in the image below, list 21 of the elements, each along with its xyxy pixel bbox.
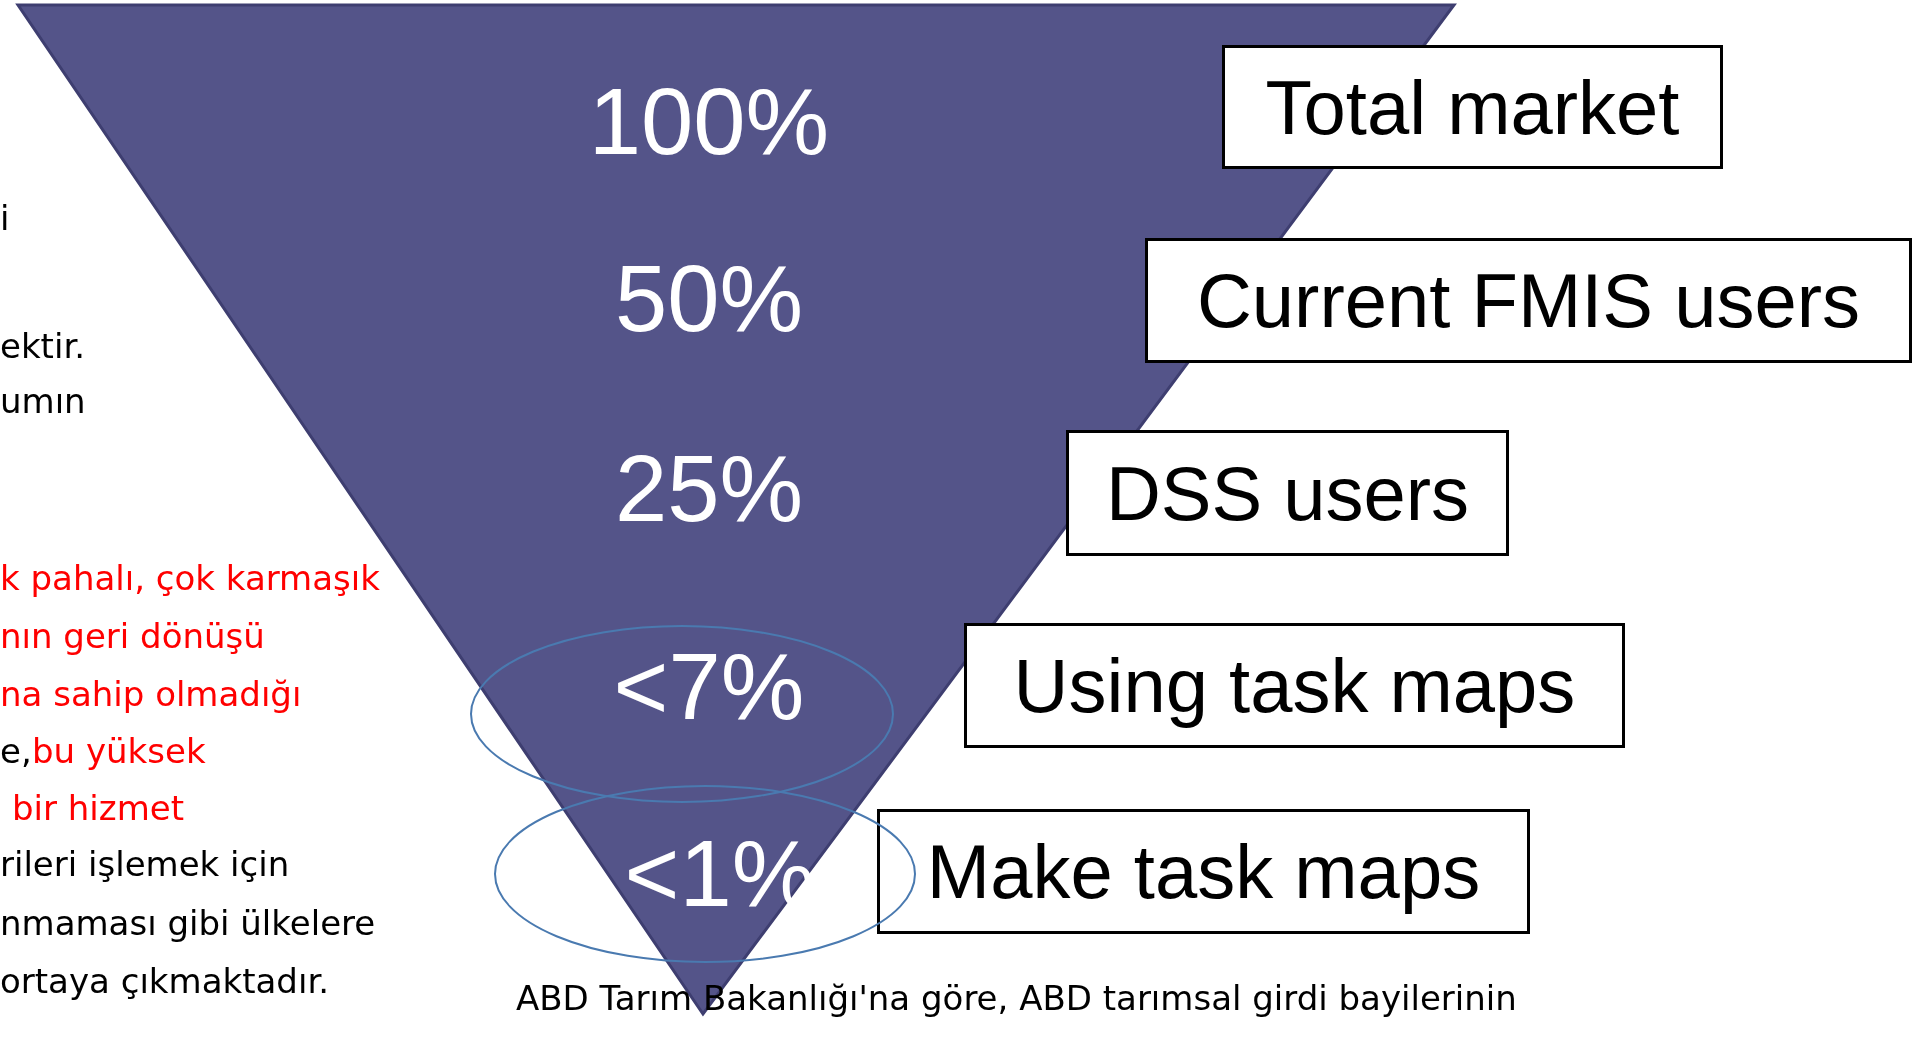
body-text: na sahip olmadığı <box>0 676 302 714</box>
category-box: Using task maps <box>964 623 1625 748</box>
category-box: DSS users <box>1066 430 1509 556</box>
body-text: ortaya çıkmaktadır. <box>0 963 330 1001</box>
body-text: umın <box>0 383 86 421</box>
body-text: e, <box>0 733 32 771</box>
body-text: rileri işlemek için <box>0 846 290 884</box>
percentage-label: 25% <box>614 435 804 543</box>
category-box: Current FMIS users <box>1145 238 1912 363</box>
percentage-label: 50% <box>614 245 804 353</box>
body-text: nmaması gibi ülkelere <box>0 905 376 943</box>
body-text: nın geri dönüşü <box>0 618 265 656</box>
body-text: i <box>0 200 10 238</box>
body-text: k pahalı, çok karmaşık <box>0 560 380 598</box>
body-text: bir hizmet <box>12 790 185 828</box>
body-text: bu yüksek <box>32 733 206 771</box>
category-box: Make task maps <box>877 809 1530 934</box>
percentage-label: 100% <box>588 68 830 176</box>
category-box: Total market <box>1222 45 1723 169</box>
body-text: ektir. <box>0 328 86 366</box>
percentage-label: <7% <box>613 633 805 741</box>
